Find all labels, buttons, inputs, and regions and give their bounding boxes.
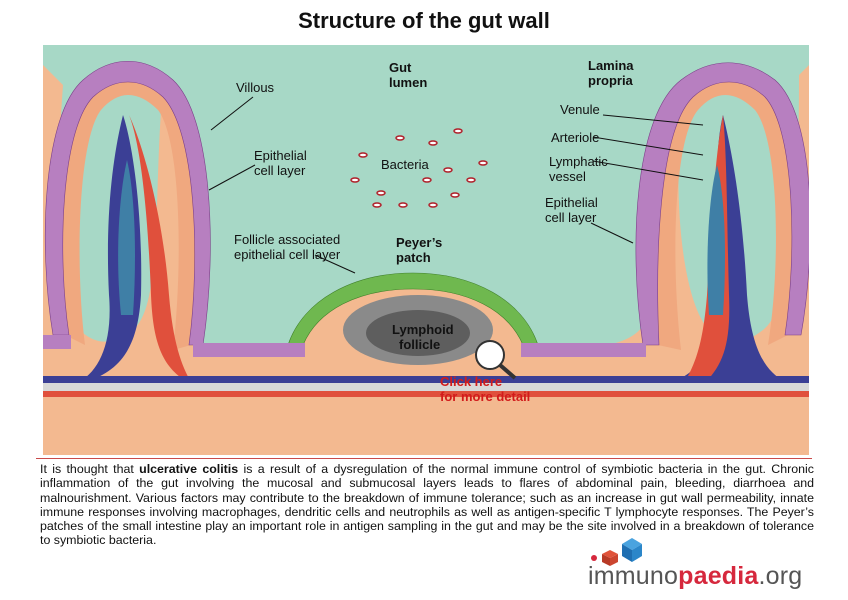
- logo-part-1: immuno: [588, 562, 679, 590]
- submucosa-band-grey: [43, 383, 809, 391]
- label-villous: Villous: [236, 80, 275, 95]
- left-arteriole: [129, 115, 193, 385]
- submucosa-band-blue: [43, 376, 809, 383]
- label-lymphatic-2: vessel: [549, 169, 586, 184]
- right-villus: [650, 72, 799, 350]
- label-lymphatic-1: Lymphatic: [549, 154, 608, 169]
- submucosa-band-red: [43, 391, 809, 397]
- label-venule: Venule: [560, 102, 600, 117]
- magnifier-icon[interactable]: [475, 340, 517, 380]
- label-arteriole: Arteriole: [551, 130, 600, 145]
- bacteria-group: [350, 128, 488, 208]
- base-epithelium-far-left: [43, 335, 71, 349]
- click-here-link[interactable]: Click here: [440, 374, 503, 389]
- label-epithelial-right-1: Epithelial: [545, 195, 598, 210]
- left-lymphatic: [118, 160, 135, 315]
- right-venule: [663, 115, 793, 385]
- gut-wall-diagram: [43, 45, 809, 455]
- label-lamina-2: propria: [588, 73, 633, 88]
- description-intro: It is thought that: [40, 462, 140, 476]
- label-epithelial-left-1: Epithelial: [254, 148, 307, 163]
- logo-part-3: .org: [758, 562, 803, 590]
- label-peyers-1: Peyer’s: [396, 235, 443, 250]
- right-epithelial-cell-layer: [635, 62, 809, 346]
- lamina-propria-tissue: [43, 65, 809, 455]
- more-detail-link[interactable]: for more detail: [440, 389, 531, 404]
- divider: [36, 458, 812, 459]
- label-peyers-2: patch: [396, 250, 431, 265]
- base-epithelium-right: [521, 343, 646, 357]
- description-bold: ulcerative colitis: [139, 462, 239, 476]
- submucosa-tissue: [43, 397, 809, 455]
- label-lamina-1: Lamina: [588, 58, 634, 73]
- label-epithelial-right-2: cell layer: [545, 210, 597, 225]
- immunopaedia-logo[interactable]: immunopaedia.org: [588, 562, 802, 591]
- label-epithelial-left-2: cell layer: [254, 163, 306, 178]
- label-lymphoid-2: follicle: [399, 337, 441, 352]
- label-lymphoid-1: Lymphoid: [392, 322, 454, 337]
- label-pointers: [208, 96, 704, 274]
- description-paragraph: It is thought that ulcerative colitis is…: [40, 462, 814, 548]
- immunopaedia-logo-graphic: [591, 538, 642, 566]
- label-gut-lumen-2: lumen: [389, 75, 428, 90]
- left-villus: [55, 71, 201, 350]
- page-title: Structure of the gut wall: [298, 8, 550, 33]
- logo-part-2: paedia: [678, 562, 759, 590]
- base-epithelium-left: [193, 343, 305, 357]
- label-gut-lumen-1: Gut: [389, 60, 412, 75]
- description-rest: is a result of a dysregulation of the no…: [40, 462, 814, 548]
- label-follicle-assoc-1: Follicle associated: [234, 232, 341, 247]
- label-follicle-assoc-2: epithelial cell layer: [234, 247, 341, 262]
- right-lymphatic: [707, 165, 725, 315]
- label-bacteria: Bacteria: [381, 157, 429, 172]
- lymphoid-follicle-inner: [366, 310, 470, 356]
